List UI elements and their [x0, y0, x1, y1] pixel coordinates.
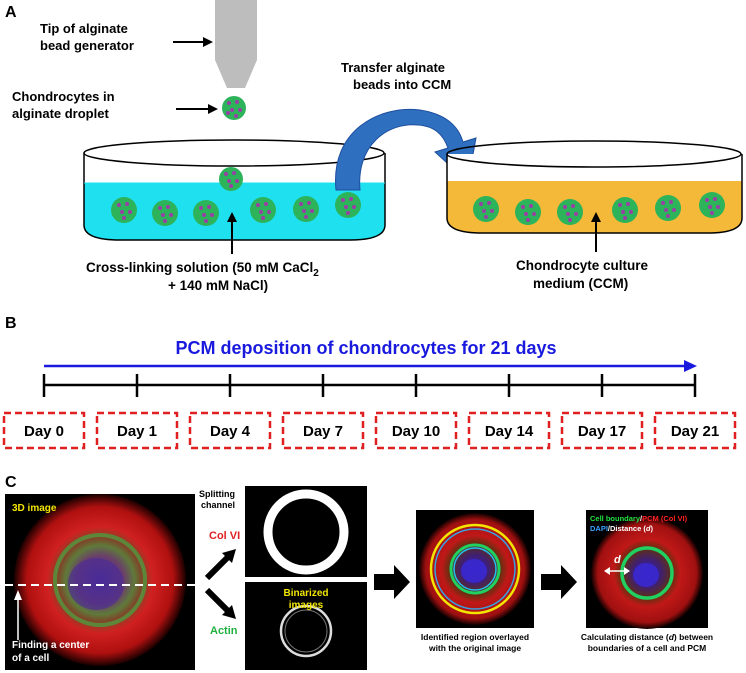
- distance-d-marker: d: [614, 554, 621, 566]
- image-3d: [5, 494, 195, 670]
- tip-label-line1: Tip of alginate: [40, 21, 128, 36]
- day-box: [281, 411, 365, 450]
- day-label: Day 4: [210, 423, 251, 440]
- day-box: [188, 411, 272, 450]
- center-pointer-arrow: [14, 590, 22, 640]
- identified-label-line2: with the original image: [428, 643, 521, 653]
- timeline-title: PCM deposition of chondrocytes for 21 da…: [175, 338, 556, 358]
- day-box: [95, 411, 179, 450]
- transfer-label-line1: Transfer alginate: [341, 60, 445, 75]
- splitting-label-line2: channel: [201, 500, 235, 510]
- ccm-bead-dots: [479, 197, 720, 222]
- colvi-label: Col VI: [209, 530, 240, 542]
- alginate-droplet: [222, 96, 246, 120]
- split-arrow-up: [204, 549, 236, 581]
- binarized-actin-image: [245, 582, 367, 670]
- day-label: Day 10: [392, 423, 440, 440]
- ccm-pointer-arrow: [591, 212, 601, 252]
- day-box: [374, 411, 458, 450]
- image-3d-label: 3D image: [12, 503, 57, 514]
- binarized-label-line1: Binarized: [283, 588, 328, 599]
- bead-generator-tip: [215, 0, 257, 88]
- distance-image: [586, 510, 708, 629]
- binarized-label-line2: images: [289, 600, 324, 611]
- day-label: Day 0: [24, 423, 64, 440]
- day-boxes: Day 0 Day 1 Day 4 Day 7 Day 10 Day 14 Day 17 Da…: [2, 411, 737, 450]
- ccm-beads: [473, 192, 725, 225]
- crosslink-bead-dots: [117, 171, 356, 223]
- crosslink-beads: [111, 167, 361, 226]
- day-label: Day 21: [671, 423, 719, 440]
- overlay-image: [416, 510, 534, 628]
- crosslink-label-line2: + 140 mM NaCl): [168, 278, 268, 293]
- droplet-pointer-arrow: [176, 104, 218, 114]
- split-arrow-down: [204, 587, 236, 619]
- to-overlay-arrow: [374, 565, 410, 599]
- day-label: Day 7: [303, 423, 343, 440]
- day-label: Day 1: [117, 423, 157, 440]
- center-label-line2: of a cell: [12, 653, 49, 664]
- panel-c-letter: C: [5, 474, 17, 491]
- droplet-label-line1: Chondrocytes in: [12, 89, 115, 104]
- binarized-colvi-image: [245, 486, 367, 577]
- day-label: Day 14: [485, 423, 534, 440]
- ccm-label-line2: medium (CCM): [533, 276, 628, 291]
- distance-legend-line2: DAPI/Distance (d): [590, 524, 653, 533]
- day-box: [560, 411, 644, 450]
- distance-double-arrow: [604, 567, 630, 575]
- center-label-line1: Finding a center: [12, 640, 89, 651]
- to-distance-arrow: [541, 565, 577, 599]
- panel-b-letter: B: [5, 315, 17, 332]
- ccm-label-line1: Chondrocyte culture: [516, 258, 649, 273]
- crosslink-pointer-arrow: [227, 212, 237, 254]
- calc-label-line1: Calculating distance (d) between: [581, 632, 713, 642]
- tip-pointer-arrow: [173, 37, 213, 47]
- day-label: Day 17: [578, 423, 626, 440]
- calc-label-line2: boundaries of a cell and PCM: [588, 643, 707, 653]
- identified-label-line1: Identified region overlayed: [421, 632, 529, 642]
- crosslink-label-line1: Cross-linking solution (50 mM CaCl2: [86, 260, 319, 279]
- droplet-label-line2: alginate droplet: [12, 106, 109, 121]
- actin-label: Actin: [210, 625, 238, 637]
- panel-a-letter: A: [5, 4, 17, 21]
- timeline-ticks: [42, 374, 697, 397]
- tip-label-line2: bead generator: [40, 38, 134, 53]
- transfer-label-line2: beads into CCM: [353, 77, 451, 92]
- distance-legend-line1: Cell boundary/PCM (Col VI): [590, 514, 688, 523]
- splitting-label-line1: Splitting: [199, 489, 235, 499]
- day-box: [467, 411, 551, 450]
- day-box: [2, 411, 86, 450]
- timeline-blue-arrow: [44, 360, 697, 372]
- day-box: [653, 411, 737, 450]
